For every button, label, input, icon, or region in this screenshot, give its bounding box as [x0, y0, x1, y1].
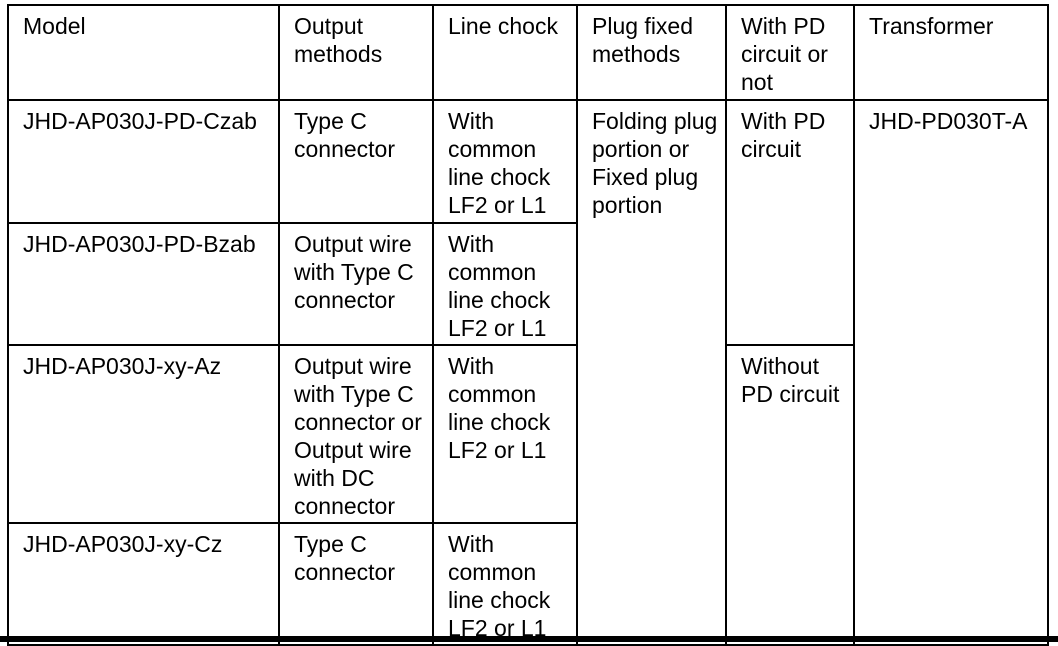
table-row: JHD-AP030J-PD-Bzab Output wire with Type… [7, 222, 1048, 346]
cell-transformer: JHD-PD030T-A [853, 99, 1049, 646]
cell-line-chock-3: With common line chock LF2 or L1 [432, 344, 578, 524]
cell-output-methods-4: Type C connector [278, 522, 434, 646]
model-spec-table: Model Output methods Line chock Plug fix… [7, 4, 1049, 646]
header-pd-circuit: With PD circuit or not [725, 4, 855, 101]
cell-model-1: JHD-AP030J-PD-Czab [7, 99, 280, 224]
table-row: JHD-AP030J-xy-Cz Type C connector With c… [7, 522, 1048, 646]
bottom-rule [0, 636, 1058, 642]
header-line-chock: Line chock [432, 4, 578, 101]
cell-plug-fixed-methods: Folding plug portion or Fixed plug porti… [576, 99, 727, 646]
cell-output-methods-2: Output wire with Type C connector [278, 222, 434, 346]
cell-pd-circuit-with: With PD circuit [725, 99, 855, 346]
table-row: JHD-AP030J-xy-Az Output wire with Type C… [7, 344, 1048, 646]
header-transformer: Transformer [853, 4, 1049, 101]
cell-pd-circuit-without: Without PD circuit [725, 344, 855, 646]
header-output-methods: Output methods [278, 4, 434, 101]
cell-line-chock-1: With common line chock LF2 or L1 [432, 99, 578, 224]
cell-output-methods-3: Output wire with Type C connector or Out… [278, 344, 434, 524]
cell-line-chock-4: With common line chock LF2 or L1 [432, 522, 578, 646]
header-model: Model [7, 4, 280, 101]
header-plug-fixed-methods: Plug fixed methods [576, 4, 727, 101]
cell-model-4: JHD-AP030J-xy-Cz [7, 522, 280, 646]
table-header-row: Model Output methods Line chock Plug fix… [7, 4, 1049, 101]
cell-output-methods-1: Type C connector [278, 99, 434, 224]
cell-model-2: JHD-AP030J-PD-Bzab [7, 222, 280, 346]
table-row: JHD-AP030J-PD-Czab Type C connector With… [7, 99, 1049, 646]
cell-line-chock-2: With common line chock LF2 or L1 [432, 222, 578, 346]
cell-model-3: JHD-AP030J-xy-Az [7, 344, 280, 524]
